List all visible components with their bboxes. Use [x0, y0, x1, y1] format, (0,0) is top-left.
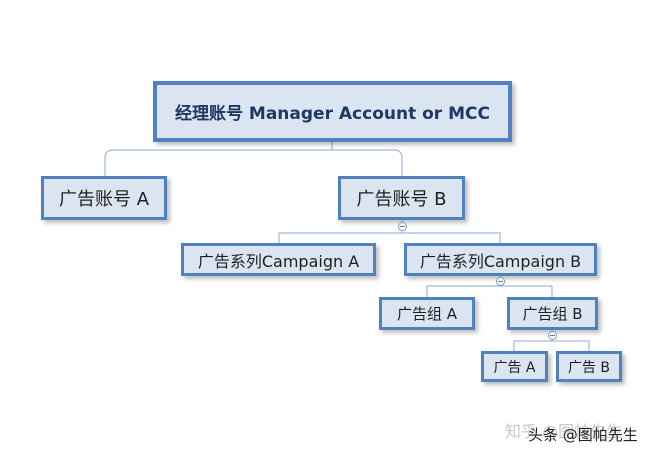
campaign-node-b[interactable]: 广告系列Campaign B — [404, 243, 597, 276]
campaign-a-label: 广告系列Campaign A — [197, 251, 360, 271]
account-b-label: 广告账号 B — [356, 189, 447, 210]
account-a-label: 广告账号 A — [58, 189, 150, 210]
connector-root-accounts — [104, 142, 403, 176]
adgroup-node-a[interactable]: 广告组 A — [379, 297, 475, 330]
ad-node-a[interactable]: 广告 A — [481, 351, 548, 382]
campaign-b-label: 广告系列Campaign B — [419, 251, 582, 271]
campaign-node-a[interactable]: 广告系列Campaign A — [181, 243, 376, 276]
collapse-toggle-account-b[interactable] — [398, 222, 407, 231]
collapse-toggle-adgroup-b[interactable] — [548, 331, 557, 340]
adgroup-b-label: 广告组 B — [522, 305, 583, 323]
connector-account-b-campaigns — [278, 220, 501, 243]
watermark-text: 知乎 @图帕先生 — [505, 422, 623, 441]
account-node-a[interactable]: 广告账号 A — [41, 176, 167, 220]
root-node-label: 经理账号 Manager Account or MCC — [175, 104, 490, 124]
root-node-manager-account[interactable]: 经理账号 Manager Account or MCC — [153, 81, 512, 142]
ad-b-label: 广告 B — [567, 359, 611, 376]
credit-text: 头条 @图帕先生 — [528, 426, 638, 444]
adgroup-a-label: 广告组 A — [396, 305, 458, 323]
adgroup-node-b[interactable]: 广告组 B — [507, 297, 598, 330]
connector-campaign-b-adgroups — [426, 276, 553, 297]
ad-node-b[interactable]: 广告 B — [556, 351, 622, 382]
account-node-b[interactable]: 广告账号 B — [338, 176, 465, 220]
collapse-toggle-campaign-b[interactable] — [496, 277, 505, 286]
ad-a-label: 广告 A — [493, 359, 536, 376]
